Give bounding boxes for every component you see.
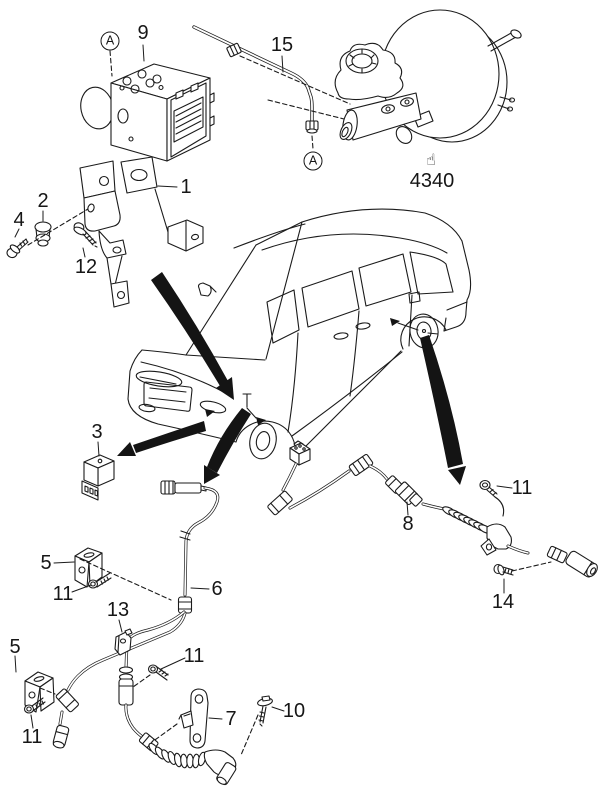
van-drawing xyxy=(127,208,472,460)
callout-6: 6 xyxy=(211,578,223,600)
bolt-11-middle-drawing xyxy=(147,664,169,681)
bolt-4-drawing xyxy=(6,238,29,259)
bolt-10-drawing xyxy=(257,695,273,727)
callout-12: 12 xyxy=(74,256,98,278)
callout-15: 15 xyxy=(270,34,294,56)
relay-drawing xyxy=(81,454,115,501)
callout-11-rear: 11 xyxy=(511,477,533,499)
bolt-11-upper-drawing xyxy=(87,572,112,589)
callout-5-upper: 5 xyxy=(40,552,52,574)
abs-hydraulic-unit-drawing xyxy=(80,63,215,162)
callout-7: 7 xyxy=(225,708,237,730)
front-sensor-drawing xyxy=(52,480,237,786)
brake-pipe-drawing xyxy=(192,25,319,134)
view-marker-a-master-cylinder: A xyxy=(303,151,323,171)
callout-13: 13 xyxy=(106,599,130,621)
callout-1: 1 xyxy=(180,176,192,198)
view-marker-a-hydraulic-unit: A xyxy=(100,31,120,51)
mounting-bracket-drawing xyxy=(79,156,204,308)
callout-2: 2 xyxy=(37,190,49,212)
callout-10: 10 xyxy=(282,700,306,722)
booster-master-cylinder-drawing xyxy=(334,9,522,144)
callout-14: 14 xyxy=(491,591,515,613)
callout-leaders xyxy=(14,44,513,729)
callout-4: 4 xyxy=(13,209,25,231)
clip-bracket-upper-drawing xyxy=(74,547,103,588)
bolt-14-drawing xyxy=(493,563,514,576)
callout-8: 8 xyxy=(402,513,414,535)
up-pointing-index-icon: ☝ xyxy=(426,150,436,169)
callout-3: 3 xyxy=(91,421,103,443)
callout-11-lower: 11 xyxy=(21,726,43,748)
rear-sensor-drawing xyxy=(267,440,598,578)
callout-11-upper: 11 xyxy=(52,583,74,605)
clamp-bracket-drawing xyxy=(114,628,133,656)
bolt-guide-curve xyxy=(494,496,505,517)
screw-12-drawing xyxy=(73,222,98,248)
callout-11-middle: 11 xyxy=(183,645,205,667)
assembly-ref-4340: 4340 xyxy=(409,170,455,192)
bolt-11-lower-drawing xyxy=(23,697,46,714)
bolt-11-rear-drawing xyxy=(479,479,498,498)
sensor-bracket-drawing xyxy=(178,688,209,749)
callout-5-lower: 5 xyxy=(9,636,21,658)
association-lines xyxy=(27,50,552,756)
grommet-drawing xyxy=(34,221,52,247)
flow-arrows xyxy=(117,272,466,485)
callout-9: 9 xyxy=(137,22,149,44)
